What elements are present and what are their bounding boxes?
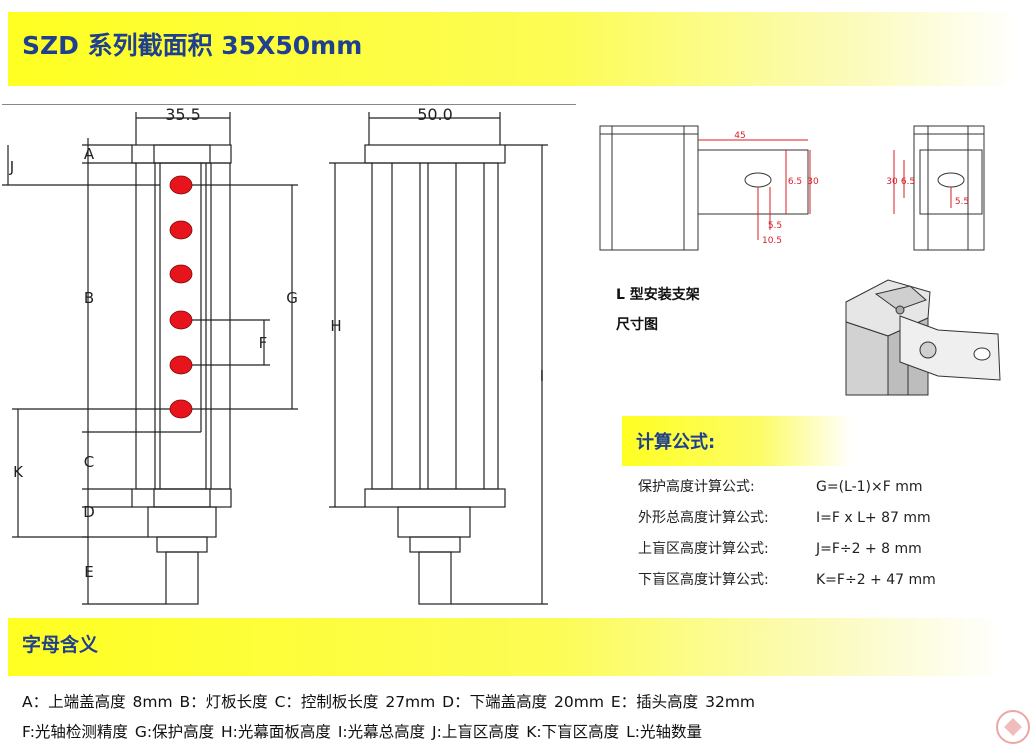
formula-value: G=(L-1)×F mm [816,479,923,495]
letter-b: B [84,289,94,307]
led-1 [169,175,193,195]
definitions-line-1: A：上端盖高度 8mm B：灯板长度 C：控制板长度 27mm D：下端盖高度 … [22,693,756,711]
led-6 [169,399,193,419]
title-band [8,12,1018,86]
formula-label: 外形总高度计算公式: [638,510,769,526]
bracket-dimension-drawing: 45 6.5 30 5.5 10.5 30 6.5 5.5 [599,125,985,251]
letter-f: F [259,334,268,352]
definitions-line-2: F:光轴检测精度 G:保护高度 H:光幕面板高度 I:光幕总高度 J:上盲区高度… [22,723,702,741]
formula-value: J=F÷2 + 8 mm [816,541,922,557]
side-view-diagram: 50.0 H I [329,105,548,605]
bracket-3d-illustration [845,279,1001,396]
dim-30-left: 30 [807,177,819,187]
formula-label: 上盲区高度计算公式: [638,541,769,557]
side-width-label: 50.0 [417,105,453,124]
formula-row: 保护高度计算公式: G=(L-1)×F mm [638,476,923,496]
formula-label: 下盲区高度计算公式: [638,572,769,588]
bracket-caption-line1: L 型安装支架 [616,287,700,303]
letters-title: 字母含义 [22,634,99,656]
bracket-caption-line2: 尺寸图 [616,317,658,333]
divider-line [2,104,576,105]
letter-a: A [84,145,95,163]
formula-title: 计算公式: [636,432,716,453]
front-view-diagram: 35.5 A B C D E F G J K [2,105,298,605]
dim-5-5-left: 5.5 [768,221,782,231]
letter-d: D [83,503,95,521]
front-width-label: 35.5 [165,105,201,124]
formula-band [622,416,852,466]
letter-c: C [84,453,94,471]
dim-5-5-right: 5.5 [955,197,969,207]
led-2 [169,220,193,240]
dim-6-5-left: 6.5 [788,177,802,187]
dim-10-5: 10.5 [762,236,782,246]
led-5 [169,355,193,375]
letter-i: I [540,367,544,385]
letter-j: J [9,158,14,176]
formula-row: 下盲区高度计算公式: K=F÷2 + 47 mm [638,569,936,589]
formula-value: K=F÷2 + 47 mm [816,572,936,588]
letter-k: K [13,463,24,481]
formula-label: 保护高度计算公式: [638,479,755,495]
led-4 [169,310,193,330]
formula-row: 外形总高度计算公式: I=F x L+ 87 mm [638,507,931,527]
page-title: SZD 系列截面积 35X50mm [22,31,363,60]
letter-h: H [330,317,341,335]
letter-e: E [84,563,93,581]
letters-band [8,618,1004,676]
formula-value: I=F x L+ 87 mm [816,510,931,526]
formula-row: 上盲区高度计算公式: J=F÷2 + 8 mm [638,538,922,558]
led-3 [169,264,193,284]
letter-g: G [286,289,298,307]
watermark-logo-icon [996,710,1030,744]
dim-45: 45 [734,131,745,141]
dim-6-5-right: 6.5 [901,177,915,187]
dim-30-right: 30 [886,177,898,187]
